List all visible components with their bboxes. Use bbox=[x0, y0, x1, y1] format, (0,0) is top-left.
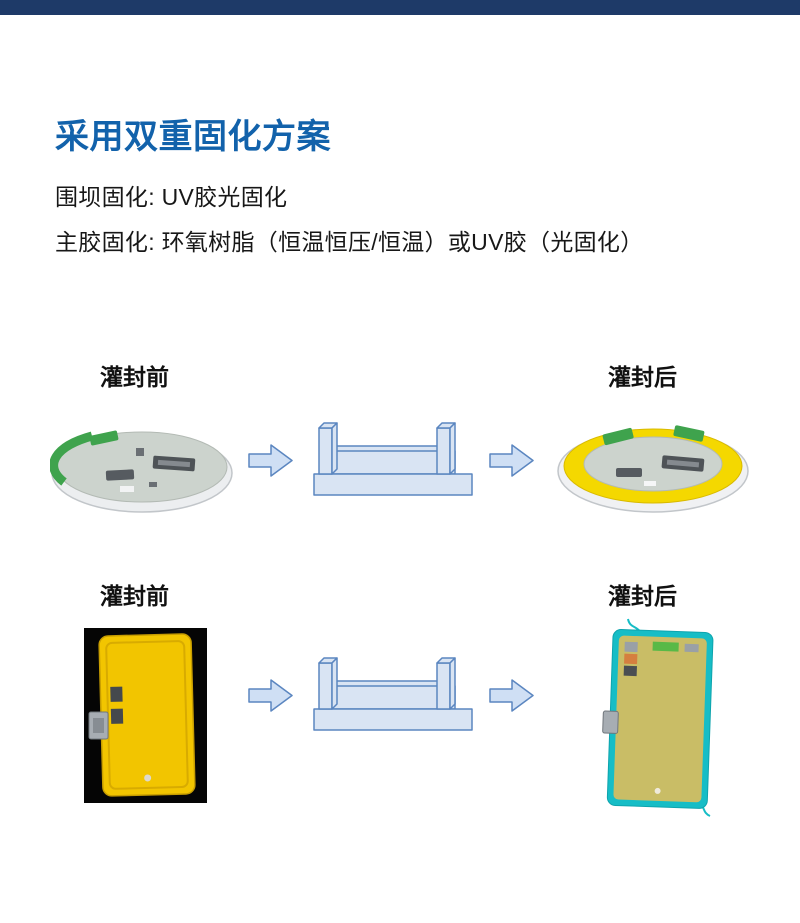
arrow-right-icon bbox=[489, 679, 534, 712]
arrow-right-icon bbox=[489, 444, 534, 477]
rect-device-after-image bbox=[602, 618, 714, 817]
arrow-right-icon bbox=[248, 444, 293, 477]
potting-tray-image bbox=[313, 422, 473, 496]
page-title: 采用双重固化方案 bbox=[55, 118, 331, 156]
after-potting-label-row1: 灌封后 bbox=[608, 364, 677, 390]
potting-tray-image bbox=[313, 657, 473, 731]
round-pcb-before-image bbox=[50, 430, 233, 513]
before-potting-label-row1: 灌封前 bbox=[100, 364, 169, 390]
top-accent-bar bbox=[0, 0, 800, 15]
rect-device-before-image bbox=[84, 628, 207, 803]
round-pcb-after-image bbox=[557, 425, 749, 513]
before-potting-label-row2: 灌封前 bbox=[100, 583, 169, 609]
main-curing-text: 主胶固化: 环氧树脂（恒温恒压/恒温）或UV胶（光固化） bbox=[55, 229, 644, 255]
after-potting-label-row2: 灌封后 bbox=[608, 583, 677, 609]
dam-curing-text: 围坝固化: UV胶光固化 bbox=[55, 184, 288, 210]
arrow-right-icon bbox=[248, 679, 293, 712]
